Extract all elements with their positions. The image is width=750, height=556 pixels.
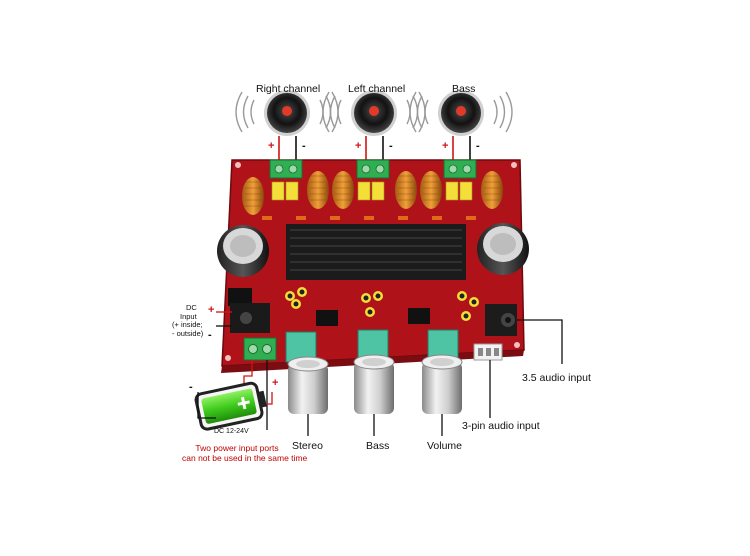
- speaker-icon: [409, 90, 513, 136]
- speaker-label-left: Left channel: [348, 83, 406, 95]
- speaker-icon: [235, 90, 339, 136]
- speaker-icon: [322, 90, 426, 136]
- dc-input-line-4: - outside): [172, 328, 204, 338]
- knob-stereo[interactable]: [287, 356, 329, 414]
- heatsink: [286, 224, 466, 280]
- capacitor-right: [477, 223, 529, 275]
- capacitor-left: [217, 225, 269, 277]
- knob-label-volume: Volume: [427, 440, 463, 452]
- knob-label-bass: Bass: [366, 440, 390, 452]
- speaker-label-right: Right channel: [256, 83, 321, 95]
- potentiometers: [285, 329, 459, 363]
- polarity-minus-battery: -: [189, 381, 193, 393]
- power-note: Two power input ports can not be used in…: [182, 443, 308, 464]
- speaker-right: [235, 90, 339, 136]
- power-note-line-2: can not be used in the same time: [182, 452, 308, 463]
- knob-label-stereo: Stereo: [292, 440, 323, 452]
- three-pin-header: [473, 343, 503, 361]
- speaker-label-bass: Bass: [452, 83, 476, 95]
- three-pin-input-label: 3-pin audio input: [462, 420, 540, 432]
- polarity-plus-right: +: [268, 140, 275, 152]
- dc-input-line-3: (+ inside;: [172, 320, 203, 330]
- speaker-bass: [409, 90, 513, 136]
- knob-bass[interactable]: [353, 354, 395, 414]
- polarity-plus-battery: +: [272, 377, 279, 389]
- ic-chips: [316, 308, 430, 326]
- audio-jack-3-5: [485, 304, 517, 336]
- polarity-minus-right: -: [302, 140, 306, 152]
- polarity-minus-dc: -: [208, 329, 212, 341]
- pcb-board: [217, 159, 529, 373]
- dc-input-line-1: DC: [186, 303, 197, 312]
- speaker-left: [322, 90, 426, 136]
- jack-input-label: 3.5 audio input: [522, 372, 591, 384]
- battery-voltage-label: DC 12-24V: [214, 428, 249, 435]
- polarity-minus-left: -: [389, 140, 393, 152]
- power-terminal: [243, 337, 277, 361]
- dc-input-label: DC Input (+ inside; - outside): [172, 303, 204, 339]
- power-note-line-1: Two power input ports: [195, 443, 279, 453]
- inductor-coils: [242, 171, 503, 215]
- battery-icon: [194, 381, 267, 431]
- polarity-plus-left: +: [355, 140, 362, 152]
- polarity-plus-bass: +: [442, 140, 449, 152]
- knob-volume[interactable]: [421, 354, 463, 414]
- speaker-terminals: [269, 159, 477, 179]
- polarity-plus-dc: +: [208, 304, 215, 316]
- dc-input-line-2: Input: [180, 311, 197, 321]
- dc-barrel-jack: [228, 288, 270, 333]
- callout-lines: [216, 311, 563, 436]
- polarity-minus-bass: -: [476, 140, 480, 152]
